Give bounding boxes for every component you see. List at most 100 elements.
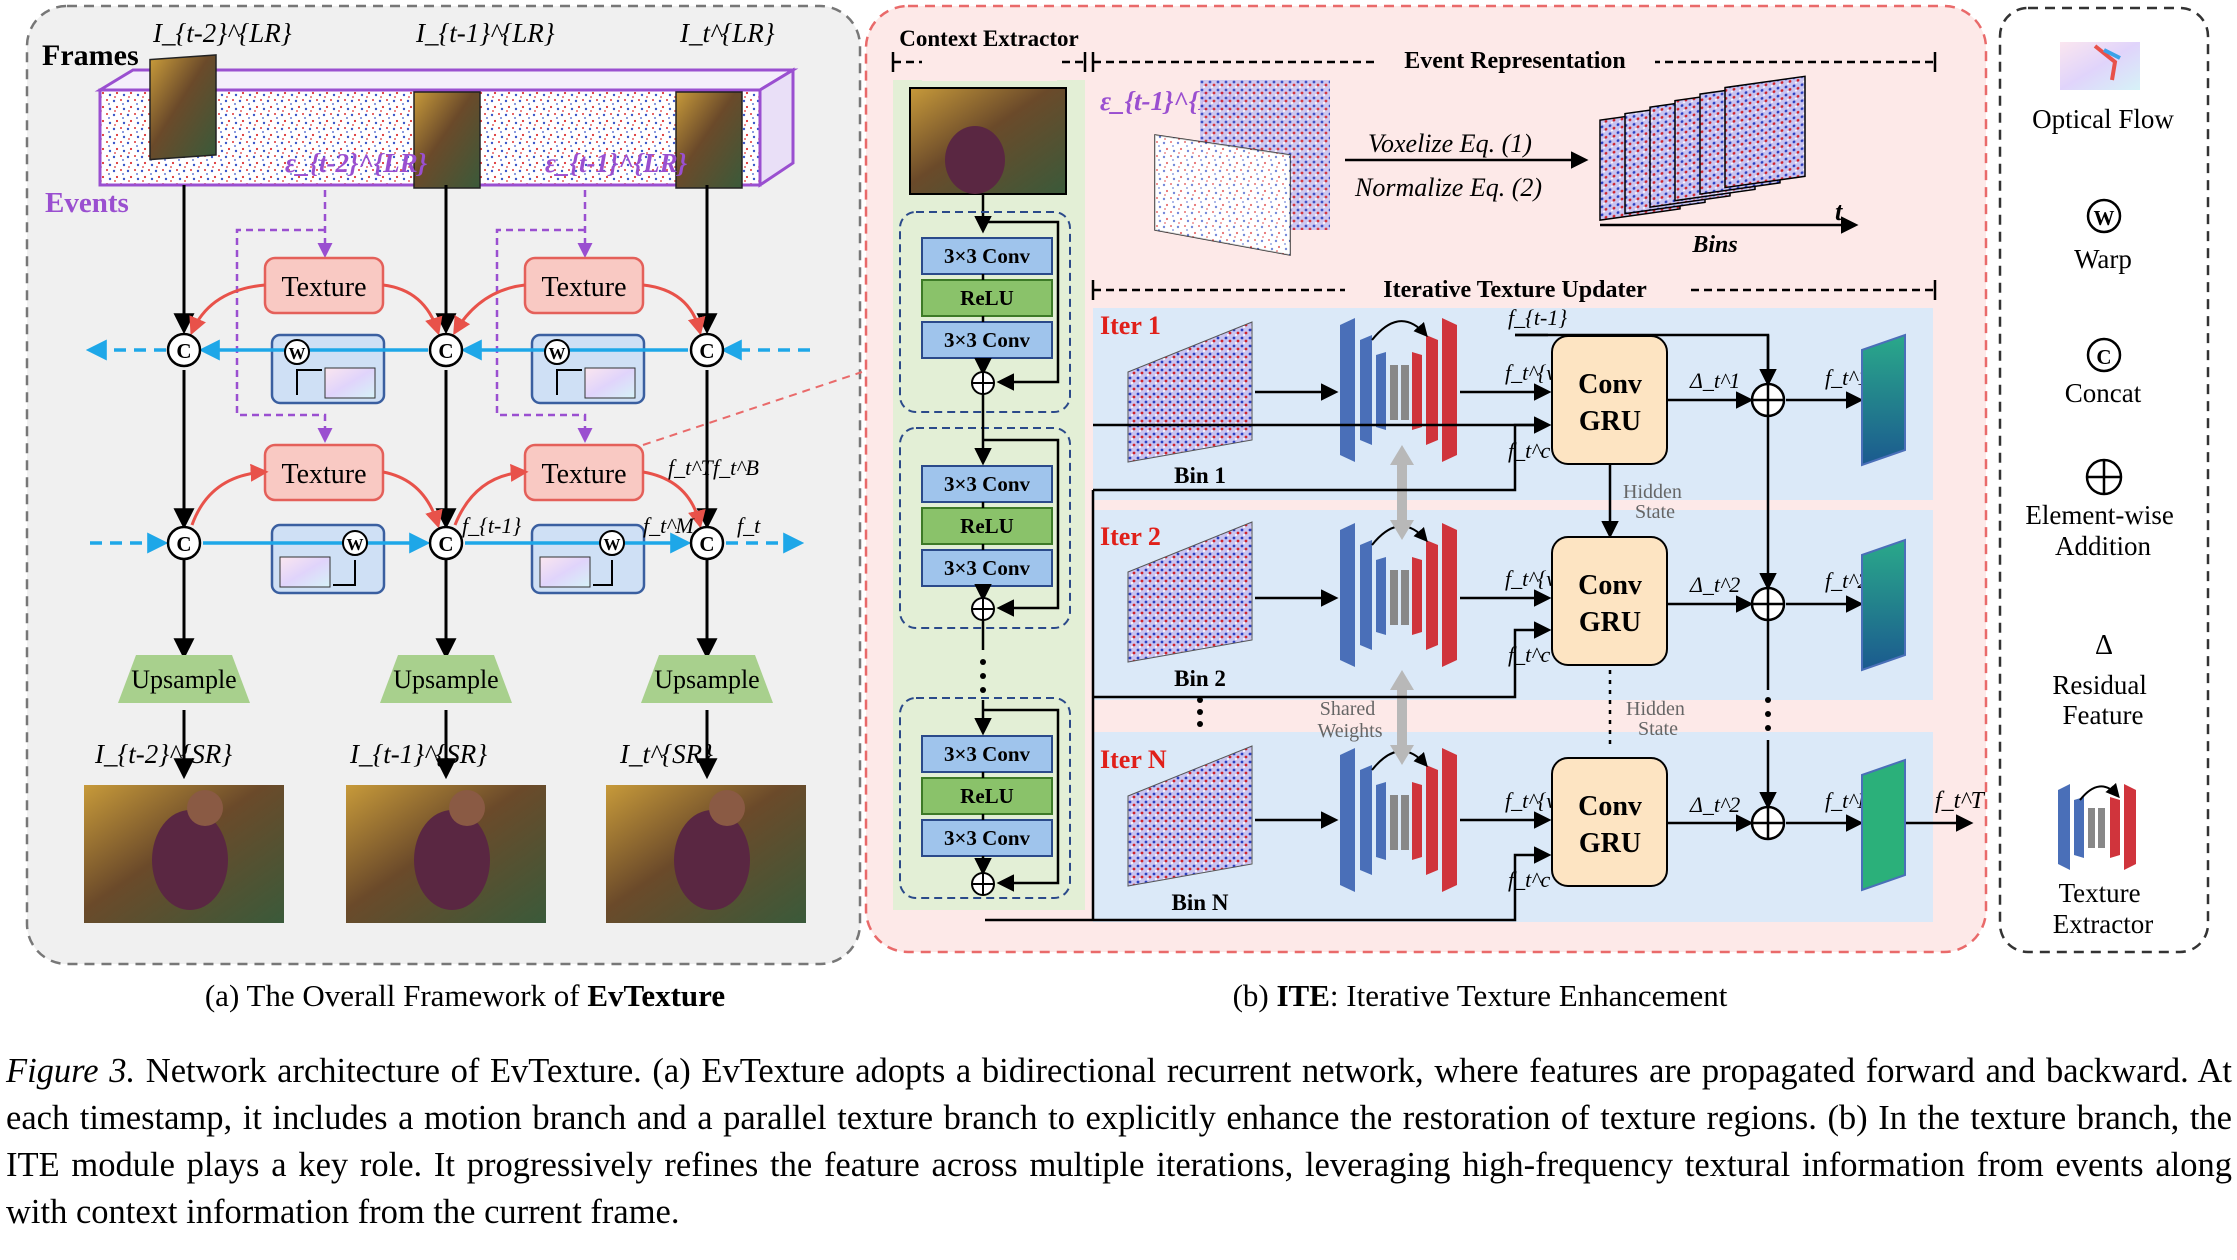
frame-label-2: I_{t-1}^{LR} xyxy=(415,18,555,48)
concat-node: C xyxy=(689,332,725,368)
bin-label-2: Bin 2 xyxy=(1174,666,1226,691)
gru-label-line2: GRU xyxy=(1579,828,1641,859)
texture-box: Texture xyxy=(523,443,645,502)
legend-extractor-line1: Texture xyxy=(2059,878,2141,908)
concat-icon: C xyxy=(2086,337,2122,373)
texture-extractor xyxy=(1340,523,1457,667)
relu-block: ReLU xyxy=(921,279,1053,317)
gru-label-line1: Conv xyxy=(1578,369,1642,400)
bin-image xyxy=(1127,321,1253,463)
event-volume xyxy=(94,54,799,189)
conv-block: 3×3 Conv xyxy=(921,237,1053,275)
frames-label: Frames xyxy=(42,39,139,72)
event-label-1: ε_{t-2}^{LR} xyxy=(285,148,428,178)
figure-caption: Figure 3. Network architecture of EvText… xyxy=(6,1048,2232,1236)
hidden-state-line2: State xyxy=(1638,718,1678,740)
iter-title-1: Iter 1 xyxy=(1100,311,1161,340)
hidden-state-label-1: Hidden State xyxy=(1623,481,1687,523)
concat-symbol: C xyxy=(699,532,714,556)
add-node xyxy=(1750,382,1786,841)
texture-box: Texture xyxy=(523,256,645,315)
hidden-state-label-2: Hidden State xyxy=(1626,698,1690,740)
legend-addition-line1: Element-wise xyxy=(2025,500,2173,530)
caption-b-prefix: (b) xyxy=(1232,978,1277,1013)
conv-label: 3×3 Conv xyxy=(944,742,1031,766)
conv-gru-block: Conv GRU xyxy=(1551,757,1668,887)
bin-image xyxy=(1127,745,1253,887)
relu-block: ReLU xyxy=(921,507,1053,545)
iterative-updater-title: Iterative Texture Updater xyxy=(1383,277,1647,303)
warp-symbol: W xyxy=(289,344,306,363)
upsample-label: Upsample xyxy=(654,665,759,694)
context-extractor-title: Context Extractor xyxy=(899,26,1078,51)
conv-block: 3×3 Conv xyxy=(921,735,1053,773)
upsample-block: Upsample xyxy=(380,655,512,703)
residual-blocks xyxy=(899,194,1071,899)
texture-label: Texture xyxy=(281,459,366,490)
texture-box: Texture xyxy=(263,256,385,315)
conv-label: 3×3 Conv xyxy=(944,472,1031,496)
concat-symbol: C xyxy=(438,532,453,556)
warp-symbol: W xyxy=(347,535,364,554)
fc-label-1: f_t^c xyxy=(1508,438,1551,463)
gru-label-line1: Conv xyxy=(1578,791,1642,822)
caption-panel-a: (a) The Overall Framework of EvTexture xyxy=(140,978,790,1014)
legend-residual: Residual Feature xyxy=(2052,670,2153,730)
legend-residual-line2: Feature xyxy=(2063,700,2144,730)
texture-extractor xyxy=(1340,748,1457,892)
feature-label-f-prev: f_{t-1} xyxy=(462,513,521,538)
legend-residual-line1: Residual xyxy=(2052,670,2147,700)
feature-map xyxy=(1861,758,1906,892)
conv-block: 3×3 Conv xyxy=(921,819,1053,857)
texture-label: Texture xyxy=(541,272,626,303)
hidden-state-line2: State xyxy=(1635,501,1675,523)
concat-symbol: C xyxy=(176,532,191,556)
warp-symbol: W xyxy=(549,344,566,363)
fc-label-n: f_t^c xyxy=(1508,867,1551,892)
legend-extractor-line2: Extractor xyxy=(2053,909,2153,939)
upsample-label: Upsample xyxy=(393,665,498,694)
feature-label-ft-M: f_t^M xyxy=(643,513,696,538)
sr-label-3: I_t^{SR} xyxy=(619,739,713,769)
events-label: Events xyxy=(45,187,129,219)
legend-optical-flow: Optical Flow xyxy=(2032,104,2174,134)
shared-weights-line2: Weights xyxy=(1317,720,1382,742)
relu-block: ReLU xyxy=(921,777,1053,815)
iter-title-2: Iter 2 xyxy=(1100,522,1161,551)
output-feature-label: f_t^T xyxy=(1935,788,1985,814)
feature-label-ft-B: f_t^B xyxy=(713,455,759,480)
concat-icon-symbol: C xyxy=(2096,345,2111,369)
bins-label: Bins xyxy=(1691,232,1737,258)
bin-label-1: Bin 1 xyxy=(1174,463,1226,488)
hidden-state-line1: Hidden xyxy=(1626,698,1685,720)
hidden-state-line1: Hidden xyxy=(1623,481,1682,503)
context-extractor-title-text: Context Extractor xyxy=(899,26,1078,51)
conv-label: 3×3 Conv xyxy=(944,328,1031,352)
legend-addition: Element-wise Addition xyxy=(2025,500,2180,561)
caption-a-bold: EvTexture xyxy=(587,978,726,1013)
delta-label-2: Δ_t^2 xyxy=(1689,572,1740,597)
conv-label: 3×3 Conv xyxy=(944,244,1031,268)
concat-node: C xyxy=(428,332,464,368)
conv-gru-block: Conv GRU xyxy=(1551,335,1668,465)
feature-map xyxy=(1861,538,1906,672)
delta-icon: Δ xyxy=(2095,630,2113,661)
sr-label-1: I_{t-2}^{SR} xyxy=(94,739,232,769)
upsample-label: Upsample xyxy=(131,665,236,694)
addition-icon xyxy=(2085,458,2123,496)
conv-block: 3×3 Conv xyxy=(921,465,1053,503)
upsample-block: Upsample xyxy=(641,655,773,703)
texture-label: Texture xyxy=(541,459,626,490)
warp-node: W xyxy=(342,530,368,556)
texture-box: Texture xyxy=(263,443,385,502)
conv-block: 3×3 Conv xyxy=(921,549,1053,587)
relu-label: ReLU xyxy=(960,286,1014,310)
delta-label-n: Δ_t^2 xyxy=(1689,792,1740,817)
relu-label: ReLU xyxy=(960,784,1014,808)
f-prev-label: f_{t-1} xyxy=(1508,305,1567,330)
conv-label: 3×3 Conv xyxy=(944,826,1031,850)
concat-symbol: C xyxy=(176,339,191,363)
bin-image xyxy=(1127,521,1253,663)
upsample-block: Upsample xyxy=(118,655,250,703)
time-axis-label: t xyxy=(1835,197,1843,226)
